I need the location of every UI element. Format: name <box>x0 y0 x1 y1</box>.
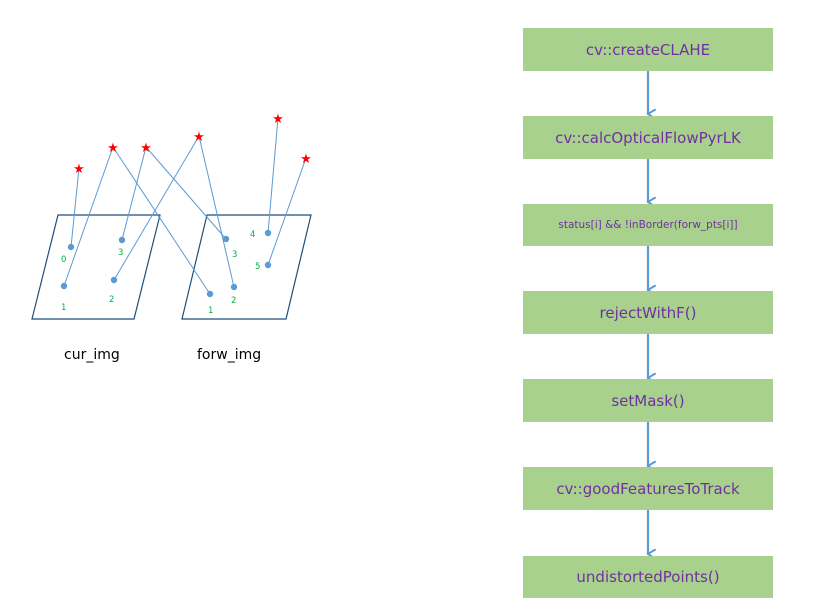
cur-img-label: cur_img <box>64 347 120 363</box>
correspondence-lines <box>63 117 307 295</box>
step-good-features: cv::goodFeaturesToTrack <box>523 467 773 510</box>
cur-point-2 <box>110 276 118 284</box>
forw-point-label: 2 <box>231 296 236 306</box>
cur-point-label: 0 <box>61 255 66 265</box>
forw-point-label: 3 <box>232 250 237 260</box>
step-create-clahe: cv::createCLAHE <box>523 28 773 71</box>
forw-point-2 <box>230 283 238 291</box>
line-forw4-star <box>267 117 279 234</box>
star-marker: ★ <box>107 141 119 156</box>
line-cur1-star <box>63 146 114 287</box>
star-marker: ★ <box>73 162 85 177</box>
star-marker: ★ <box>300 152 312 167</box>
star-marker: ★ <box>272 112 284 127</box>
forw-img-label: forw_img <box>197 347 262 363</box>
star-markers: ★ ★ ★ ★ ★ ★ <box>73 112 312 177</box>
line-forw5-star <box>267 157 307 266</box>
step-reject-with-f: rejectWithF() <box>523 291 773 334</box>
point-labels: 0 1 2 3 1 2 3 4 5 <box>61 230 260 316</box>
cur-point-0 <box>67 243 75 251</box>
line-cur2-star <box>113 135 200 281</box>
cur-point-3 <box>118 236 126 244</box>
line-star-forw3 <box>145 146 227 240</box>
cur-img-frame <box>31 214 161 320</box>
cur-point-1 <box>60 282 68 290</box>
forw-point-4 <box>264 229 272 237</box>
line-cur3-star <box>121 146 147 241</box>
forw-point-label: 1 <box>208 306 213 316</box>
forw-point-label: 5 <box>255 262 260 272</box>
forw-point-1 <box>206 290 214 298</box>
step-set-mask: setMask() <box>523 379 773 422</box>
feature-points <box>60 229 272 298</box>
cur-point-label: 2 <box>109 295 114 305</box>
forw-point-5 <box>264 261 272 269</box>
step-undistorted-points: undistortedPoints() <box>523 556 773 598</box>
star-marker: ★ <box>193 130 205 145</box>
forw-point-label: 4 <box>250 230 255 240</box>
step-status-in-border: status[i] && !inBorder(forw_pts[i]] <box>523 204 773 246</box>
forw-img-frame <box>181 214 312 320</box>
star-marker: ★ <box>140 141 152 156</box>
line-star-forw2 <box>198 135 235 288</box>
cur-point-label: 1 <box>61 303 66 313</box>
forw-point-3 <box>222 235 230 243</box>
cur-point-label: 3 <box>118 248 123 258</box>
line-cur0-star <box>70 167 80 248</box>
step-calc-optical-flow: cv::calcOpticalFlowPyrLK <box>523 116 773 159</box>
line-star-forw1 <box>112 146 211 295</box>
